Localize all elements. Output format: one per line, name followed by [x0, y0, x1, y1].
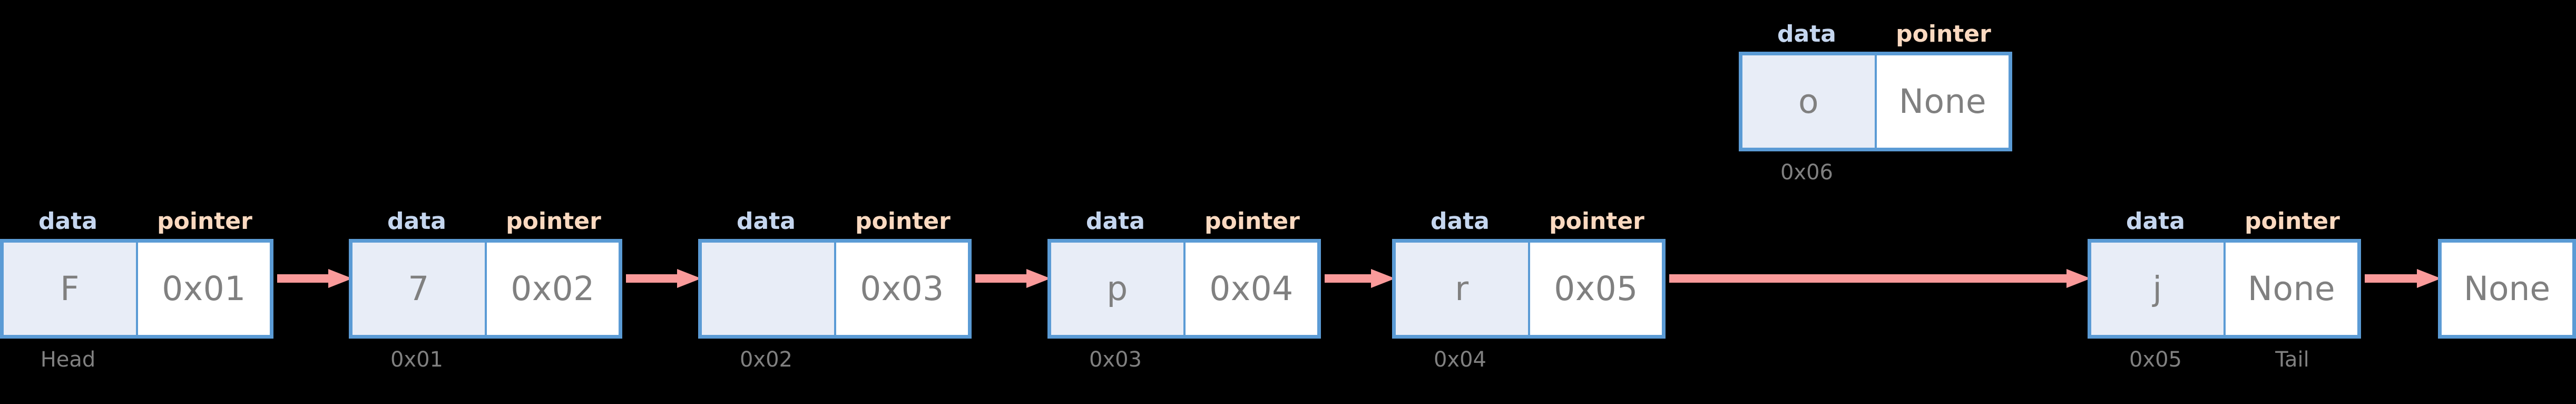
- node-data-cell: p: [1051, 243, 1183, 335]
- node-address-label: 0x05: [2129, 348, 2182, 372]
- data-field-caption: data: [737, 208, 796, 235]
- data-field-caption: data: [387, 208, 446, 235]
- node-pointer-cell: 0x05: [1528, 243, 1662, 335]
- pointer-field-caption: pointer: [1549, 208, 1644, 235]
- node-data-cell: o: [1742, 55, 1875, 148]
- node-address-label: 0x06: [1780, 160, 1834, 185]
- node-address-label: Head: [40, 348, 96, 372]
- node-address-label: 0x02: [739, 348, 793, 372]
- data-field-caption: data: [1086, 208, 1145, 235]
- node-pointer-cell: None: [2224, 243, 2357, 335]
- node-data-cell: [702, 243, 834, 335]
- data-field-caption: data: [38, 208, 97, 235]
- node-address-label: 0x04: [1433, 348, 1487, 372]
- node-pointer-cell: 0x04: [1183, 243, 1317, 335]
- pointer-arrow: [2365, 268, 2441, 289]
- data-field-caption: data: [1431, 208, 1490, 235]
- node-address-label: 0x01: [390, 348, 444, 372]
- node-data-cell: 7: [352, 243, 485, 335]
- node-data-cell: F: [4, 243, 136, 335]
- node-pointer-cell: 0x01: [136, 243, 270, 335]
- node-data-cell: j: [2091, 243, 2224, 335]
- list-node[interactable]: 0x03: [698, 239, 972, 339]
- data-field-caption: data: [1777, 21, 1836, 47]
- pointer-arrow: [277, 268, 352, 289]
- pointer-field-caption: pointer: [1204, 208, 1300, 235]
- pointer-field-caption: pointer: [506, 208, 601, 235]
- pointer-field-caption: pointer: [855, 208, 951, 235]
- node-pointer-cell: 0x02: [485, 243, 619, 335]
- pointer-field-caption: pointer: [157, 208, 252, 235]
- data-field-caption: data: [2126, 208, 2185, 235]
- node-pointer-cell: 0x03: [834, 243, 968, 335]
- node-tail-label: Tail: [2275, 348, 2309, 372]
- terminal-none-box: None: [2438, 239, 2576, 339]
- pointer-arrow: [1325, 268, 1395, 289]
- node-data-cell: r: [1396, 243, 1528, 335]
- pointer-arrow: [975, 268, 1051, 289]
- pointer-field-caption: pointer: [2245, 208, 2340, 235]
- pointer-arrow: [1669, 268, 2091, 289]
- pointer-field-caption: pointer: [1896, 21, 1991, 47]
- node-pointer-cell: None: [1875, 55, 2009, 148]
- node-address-label: 0x03: [1089, 348, 1142, 372]
- pointer-arrow: [626, 268, 701, 289]
